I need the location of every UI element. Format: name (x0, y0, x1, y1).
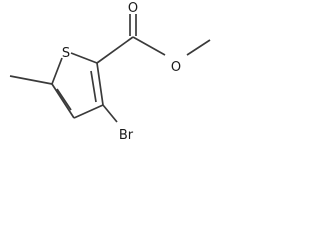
bond-c4-c5-inner (56, 88, 72, 111)
bond-c5-methyl (9, 75, 53, 85)
sulfur-label: S (62, 46, 70, 61)
bond-carbonyl-o-ester (132, 36, 166, 56)
bond-c3-br (102, 104, 118, 123)
bond-c3-c4 (73, 104, 104, 119)
carbonyl-oxygen-label: O (128, 1, 138, 16)
bond-c5-s (51, 57, 63, 85)
ester-oxygen-label: O (171, 60, 181, 75)
bond-o-methyl (186, 39, 211, 56)
bond-c2-c3 (96, 62, 104, 106)
bond-c2-c3-inner (90, 70, 97, 103)
bond-s-c2 (70, 52, 98, 64)
molecule-structure: S O O Br (9, 1, 211, 143)
bond-c2-carbonyl (96, 36, 134, 64)
bromine-label: Br (119, 128, 134, 143)
bond-c4-c5 (51, 83, 75, 119)
